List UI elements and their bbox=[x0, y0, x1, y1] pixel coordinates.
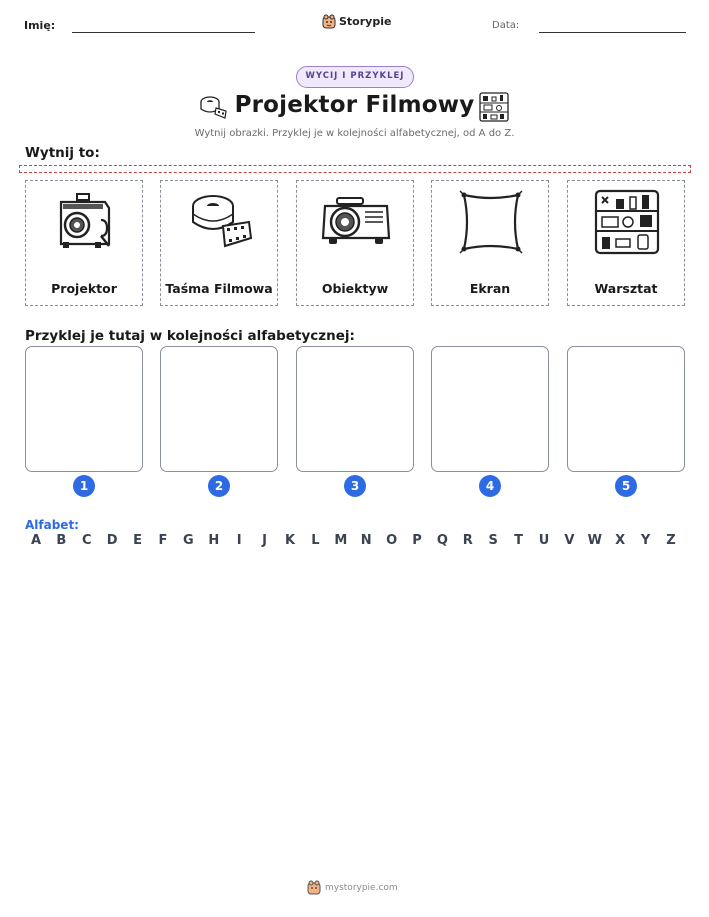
alphabet-letter: D bbox=[106, 533, 118, 548]
alphabet-letter: T bbox=[514, 533, 524, 548]
paste-slot-3[interactable] bbox=[296, 346, 414, 472]
slot-number: 3 bbox=[344, 475, 366, 497]
lens-icon bbox=[321, 189, 391, 255]
paste-slot-5[interactable] bbox=[567, 346, 685, 472]
cut-card-tasma-filmowa[interactable]: Taśma Filmowa bbox=[160, 180, 278, 306]
alphabet-letter: W bbox=[587, 533, 602, 548]
alphabet-letter: G bbox=[183, 533, 194, 548]
date-field-line[interactable] bbox=[539, 32, 686, 33]
paste-slot-4[interactable] bbox=[431, 346, 549, 472]
alphabet-row: A B C D E F G H I J K L M N O P Q R S T … bbox=[26, 533, 686, 551]
alphabet-letter: K bbox=[284, 533, 296, 548]
paste-heading: Przyklej je tutaj w kolejności alfabetyc… bbox=[25, 328, 355, 344]
cut-cards: Projektor Taśma Filmowa bbox=[25, 180, 685, 306]
alphabet-letter: I bbox=[236, 533, 242, 548]
card-label: Projektor bbox=[51, 281, 117, 296]
cut-dashed-line bbox=[19, 165, 691, 173]
card-label: Taśma Filmowa bbox=[165, 281, 273, 296]
alphabet-label: Alfabet: bbox=[25, 518, 79, 532]
slot-number: 2 bbox=[208, 475, 230, 497]
alphabet-letter: Q bbox=[436, 533, 448, 548]
alphabet-letter: Z bbox=[666, 533, 676, 548]
storypie-mascot-icon bbox=[307, 880, 321, 895]
cut-card-obiektyw[interactable]: Obiektyw bbox=[296, 180, 414, 306]
film-reel-icon bbox=[200, 96, 227, 119]
brand-logo: Storypie bbox=[322, 14, 391, 29]
screen-icon bbox=[456, 189, 526, 255]
brand-name: Storypie bbox=[339, 15, 392, 28]
date-label: Data: bbox=[492, 20, 520, 31]
card-label: Ekran bbox=[469, 281, 511, 296]
slot-number: 5 bbox=[615, 475, 637, 497]
alphabet-letter: O bbox=[386, 533, 398, 548]
page-title: Projektor Filmowy bbox=[234, 92, 475, 118]
alphabet-letter: P bbox=[412, 533, 422, 548]
paste-slot-2[interactable] bbox=[160, 346, 278, 472]
slot-number: 1 bbox=[73, 475, 95, 497]
activity-badge: WYCIJ I PRZYKLEJ bbox=[296, 66, 414, 88]
alphabet-letter: S bbox=[488, 533, 498, 548]
instructions: Wytnij obrazki. Przyklej je w kolejności… bbox=[194, 128, 515, 139]
cut-heading: Wytnij to: bbox=[25, 145, 100, 161]
projector-icon bbox=[50, 189, 120, 255]
cut-card-projektor[interactable]: Projektor bbox=[25, 180, 143, 306]
paste-slots: 1 2 3 4 5 bbox=[25, 346, 685, 498]
card-label: Warsztat bbox=[594, 281, 658, 296]
alphabet-letter: J bbox=[262, 533, 268, 548]
slot-number: 4 bbox=[479, 475, 501, 497]
alphabet-letter: Y bbox=[640, 533, 651, 548]
alphabet-letter: V bbox=[564, 533, 575, 548]
alphabet-letter: F bbox=[158, 533, 168, 548]
alphabet-letter: X bbox=[615, 533, 626, 548]
workshop-icon bbox=[479, 92, 509, 122]
workshop-icon bbox=[592, 189, 662, 255]
name-field-line[interactable] bbox=[72, 32, 255, 33]
storypie-mascot-icon bbox=[322, 14, 336, 29]
name-label: Imię: bbox=[24, 19, 56, 32]
alphabet-letter: E bbox=[133, 533, 143, 548]
alphabet-letter: B bbox=[56, 533, 67, 548]
alphabet-letter: N bbox=[360, 533, 372, 548]
worksheet-header: Imię: Storypie Data: bbox=[0, 0, 709, 50]
card-label: Obiektyw bbox=[321, 281, 389, 296]
footer-site[interactable]: mystorypie.com bbox=[325, 882, 398, 893]
alphabet-letter: A bbox=[30, 533, 42, 548]
footer: mystorypie.com bbox=[307, 880, 398, 895]
alphabet-letter: U bbox=[538, 533, 550, 548]
film-reel-icon bbox=[185, 189, 255, 255]
title-row: Projektor Filmowy bbox=[0, 92, 709, 126]
alphabet-letter: H bbox=[208, 533, 220, 548]
paste-slot-1[interactable] bbox=[25, 346, 143, 472]
alphabet-letter: R bbox=[462, 533, 473, 548]
cut-card-warsztat[interactable]: Warsztat bbox=[567, 180, 685, 306]
alphabet-letter: L bbox=[311, 533, 320, 548]
alphabet-letter: M bbox=[334, 533, 348, 548]
alphabet-letter: C bbox=[82, 533, 92, 548]
cut-card-ekran[interactable]: Ekran bbox=[431, 180, 549, 306]
